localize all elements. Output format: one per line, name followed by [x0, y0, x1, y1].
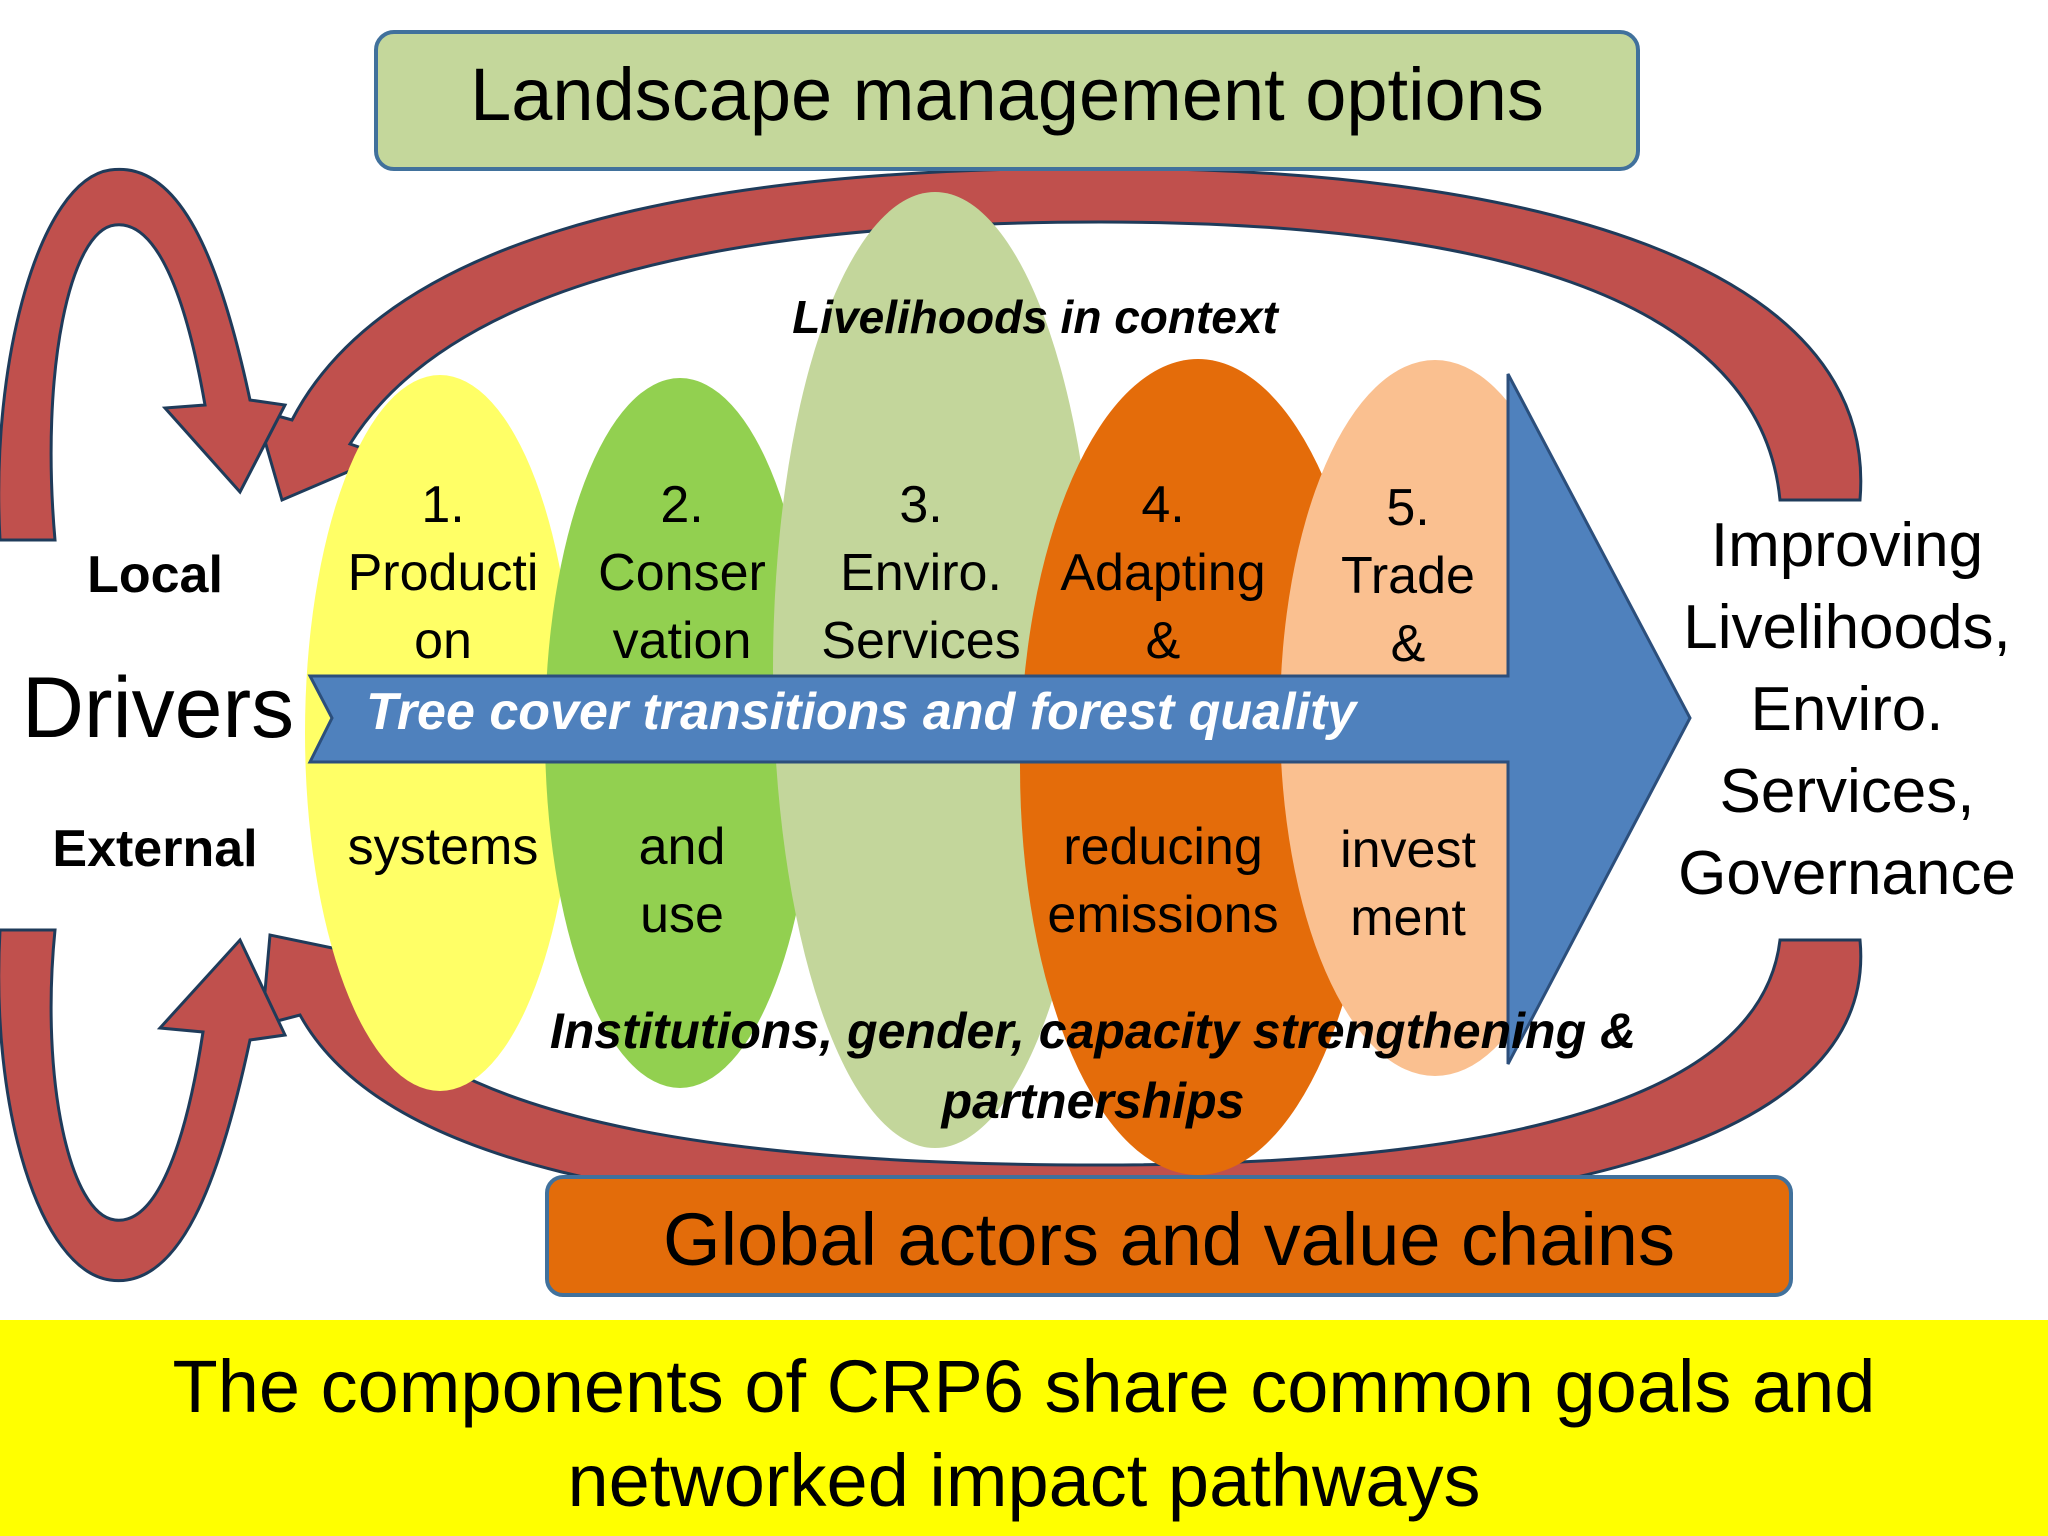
landscape-management-label: Landscape management options: [470, 53, 1544, 136]
external-loop-arrow: [0, 928, 288, 1283]
livelihoods-context-label: Livelihoods in context: [792, 291, 1279, 343]
component-2-title-a: Conser: [598, 544, 766, 602]
outcome-line-1: Improving: [1711, 511, 1983, 580]
component-3-title-b: Services: [821, 612, 1020, 670]
component-1-title-a: Producti: [348, 544, 539, 602]
tree-cover-label: Tree cover transitions and forest qualit…: [366, 683, 1359, 741]
caption-line-2: networked impact pathways: [567, 1439, 1481, 1522]
component-5-number: 5.: [1386, 479, 1429, 537]
main-blue-arrow: [307, 373, 1692, 1065]
outcome-line-2: Livelihoods,: [1683, 593, 2010, 662]
local-loop-arrow: [0, 167, 288, 542]
global-actors-box: [545, 1175, 1793, 1297]
caption-line-1: The components of CRP6 share common goal…: [172, 1345, 1876, 1428]
institutions-label-line1: Institutions, gender, capacity strengthe…: [550, 1003, 1636, 1059]
impact-pathway-diagram: Landscape management options Global acto…: [0, 30, 2016, 1297]
component-5-bottom-a: invest: [1340, 821, 1476, 879]
component-2-bottom-b: use: [640, 886, 724, 944]
component-3-number: 3.: [899, 476, 942, 534]
component-1-title-b: on: [414, 612, 472, 670]
institutions-label-line2: partnerships: [940, 1073, 1245, 1129]
component-ellipse-3: [773, 192, 1097, 1148]
component-4-title-a: Adapting: [1060, 544, 1265, 602]
component-5-bottom-b: ment: [1350, 889, 1466, 947]
component-4-bottom-b: emissions: [1047, 886, 1278, 944]
component-ellipse-4: [1020, 359, 1376, 1175]
caption-bar: The components of CRP6 share common goal…: [0, 1320, 2048, 1536]
landscape-management-box: [374, 30, 1640, 171]
component-5-title-b: &: [1391, 615, 1426, 673]
component-3-title-a: Enviro.: [840, 544, 1002, 602]
component-2-bottom-a: and: [639, 818, 726, 876]
component-4-number: 4.: [1141, 476, 1184, 534]
component-4-bottom-a: reducing: [1063, 818, 1262, 876]
component-1-bottom-a: systems: [348, 818, 539, 876]
global-actors-label: Global actors and value chains: [663, 1198, 1675, 1281]
drivers-local-label: Local: [87, 546, 223, 604]
drivers-external-label: External: [52, 820, 257, 878]
drivers-title: Drivers: [22, 660, 294, 756]
component-2-number: 2.: [660, 476, 703, 534]
outcome-line-4: Services,: [1720, 757, 1975, 826]
outcome-line-5: Governance: [1678, 839, 2016, 908]
outcome-line-3: Enviro.: [1751, 675, 1944, 744]
component-4-title-b: &: [1146, 612, 1181, 670]
component-1-number: 1.: [421, 476, 464, 534]
component-2-title-b: vation: [613, 612, 752, 670]
component-5-title-a: Trade: [1341, 547, 1475, 605]
